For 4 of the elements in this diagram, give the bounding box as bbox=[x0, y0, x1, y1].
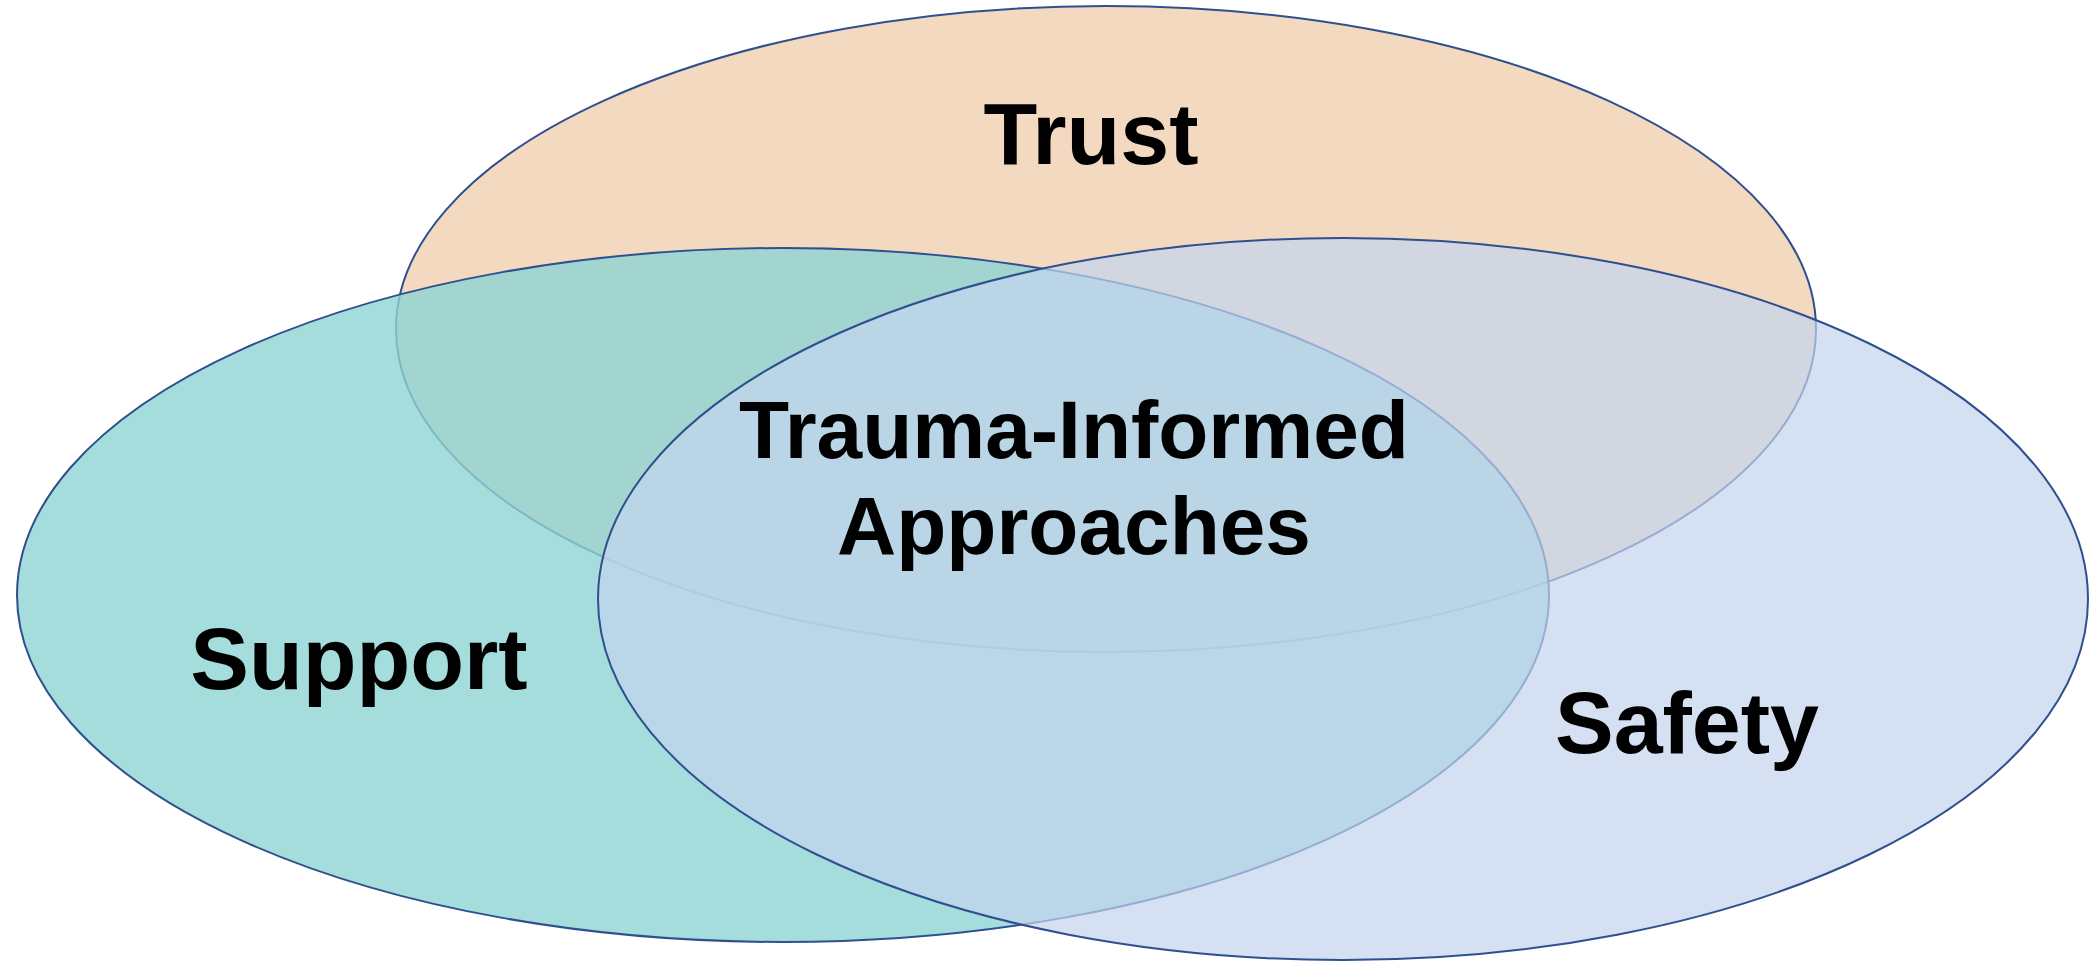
set-label: Support bbox=[190, 610, 528, 708]
center-label: Trauma-Informed Approaches bbox=[738, 383, 1410, 573]
set-label: Trust bbox=[983, 85, 1199, 183]
set-label: Safety bbox=[1554, 674, 1820, 772]
